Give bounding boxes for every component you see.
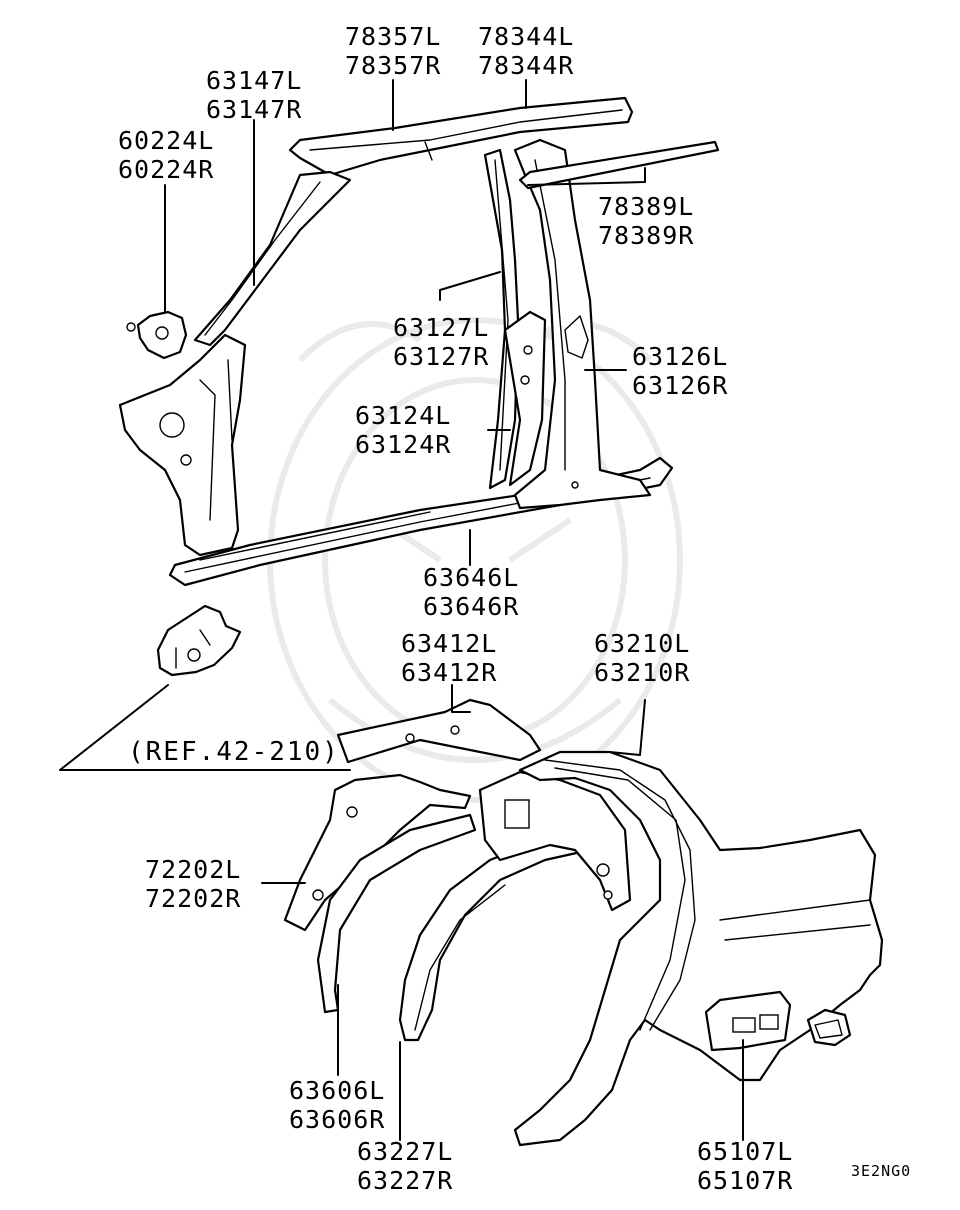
upper-side-frame xyxy=(118,96,720,587)
reference-bracket xyxy=(156,604,242,677)
diagram-code: 3E2NG0 xyxy=(851,1162,912,1180)
reference-note: (REF.42-210) xyxy=(128,737,340,767)
quarter-panel-assembly xyxy=(283,698,884,1147)
leader-lines xyxy=(59,79,744,1141)
